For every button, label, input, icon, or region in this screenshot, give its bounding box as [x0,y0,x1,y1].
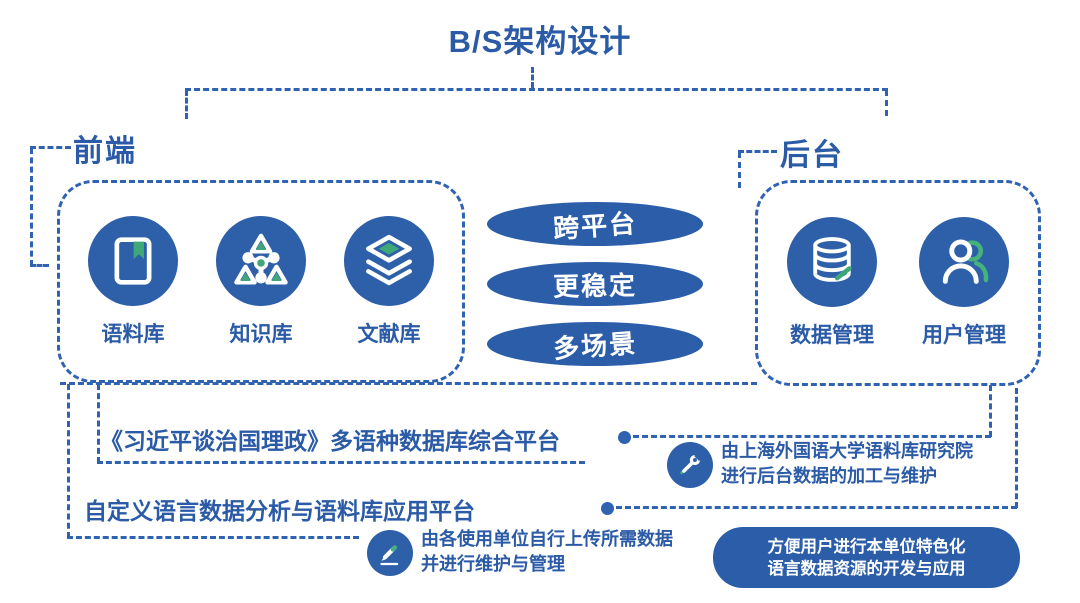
backend-note-line1: 由上海外国语大学语料库研究院 [721,441,973,461]
connector-to-pencil-h [67,536,359,539]
backend-note: 由上海外国语大学语料库研究院 进行后台数据的加工与维护 [721,439,973,489]
platform2-bullet [601,502,614,515]
frontend-label-connector-h [30,146,71,149]
callout-line2: 语言数据资源的开发与应用 [767,559,966,578]
connector-platform2-to-backend-h [616,506,1017,509]
users-icon [942,239,989,284]
literature-caption: 文献库 [357,322,421,346]
literature-circle [344,215,434,306]
frontend-item-knowledge: 知识库 [209,215,313,348]
knowledge-caption: 知识库 [229,322,293,346]
pencil-badge [367,530,413,576]
data-management-caption: 数据管理 [790,324,874,347]
frontend-label-connector-tick [30,264,49,267]
connector-platform1-underline [97,461,585,464]
wrench-icon [680,452,703,475]
knowledge-circle [216,215,306,306]
knowledge-network-icon [234,233,288,285]
connector-left-short-v [97,384,100,463]
upload-note-line1: 由各使用单位自行上传所需数据 [421,529,673,549]
data-management-circle [787,217,877,307]
bracket-right-drop [885,90,888,116]
backend-label-connector-h [738,150,777,153]
backend-label-connector-v [738,152,741,188]
bracket-center-tick [531,67,534,88]
custom-platform-callout: 方便用户进行本单位特色化 语言数据资源的开发与应用 [713,527,1020,588]
feature-pill-stable: 更稳定 [487,262,703,306]
feature-pill-crossplatform: 跨平台 [487,202,703,246]
connector-platform1-to-backend-h [633,435,991,438]
backend-panel: 数据管理 用户管理 [755,180,1041,386]
upload-note: 由各使用单位自行上传所需数据 并进行维护与管理 [421,527,673,577]
feature-pill-label: 更稳定 [552,269,638,302]
backend-label: 后台 [780,139,844,172]
connector-left-long-v [67,384,70,538]
connector-platform1-to-backend-v [989,385,992,437]
callout-line1: 方便用户进行本单位特色化 [767,537,966,556]
pencil-icon [380,545,399,566]
frontend-panel: 语料库 [57,180,465,383]
platform1-bullet [618,431,631,444]
page-title: B/S架构设计 [448,24,632,59]
platform2-title: 自定义语言数据分析与语料库应用平台 [84,498,475,524]
book-icon [114,236,152,285]
frontend-label-connector-v [30,148,33,266]
corpus-circle [88,215,178,306]
backend-note-line2: 进行后台数据的加工与维护 [721,466,937,486]
bracket-left-drop [185,90,188,119]
connector-platform2-to-backend-v [1015,388,1018,508]
connector-panels-bottom [60,382,757,385]
upload-note-line2: 并进行维护与管理 [421,554,565,574]
platform1-title: 《习近平谈治国理政》多语种数据库综合平台 [100,428,560,454]
frontend-item-corpus: 语料库 [81,215,185,348]
feature-pill-multiscene: 多场景 [487,322,703,366]
backend-item-data: 数据管理 [780,217,884,349]
feature-pill-label: 跨平台 [552,207,639,244]
user-management-circle [919,217,1009,307]
layers-icon [366,234,412,285]
feature-pill-label: 多场景 [552,327,639,364]
wrench-badge [667,442,713,488]
corpus-caption: 语料库 [101,322,165,346]
database-icon [813,237,852,282]
bracket-horizontal [185,88,888,91]
frontend-label: 前端 [73,135,137,168]
frontend-item-literature: 文献库 [337,215,441,348]
user-management-caption: 用户管理 [922,324,1006,347]
backend-item-users: 用户管理 [912,217,1016,349]
